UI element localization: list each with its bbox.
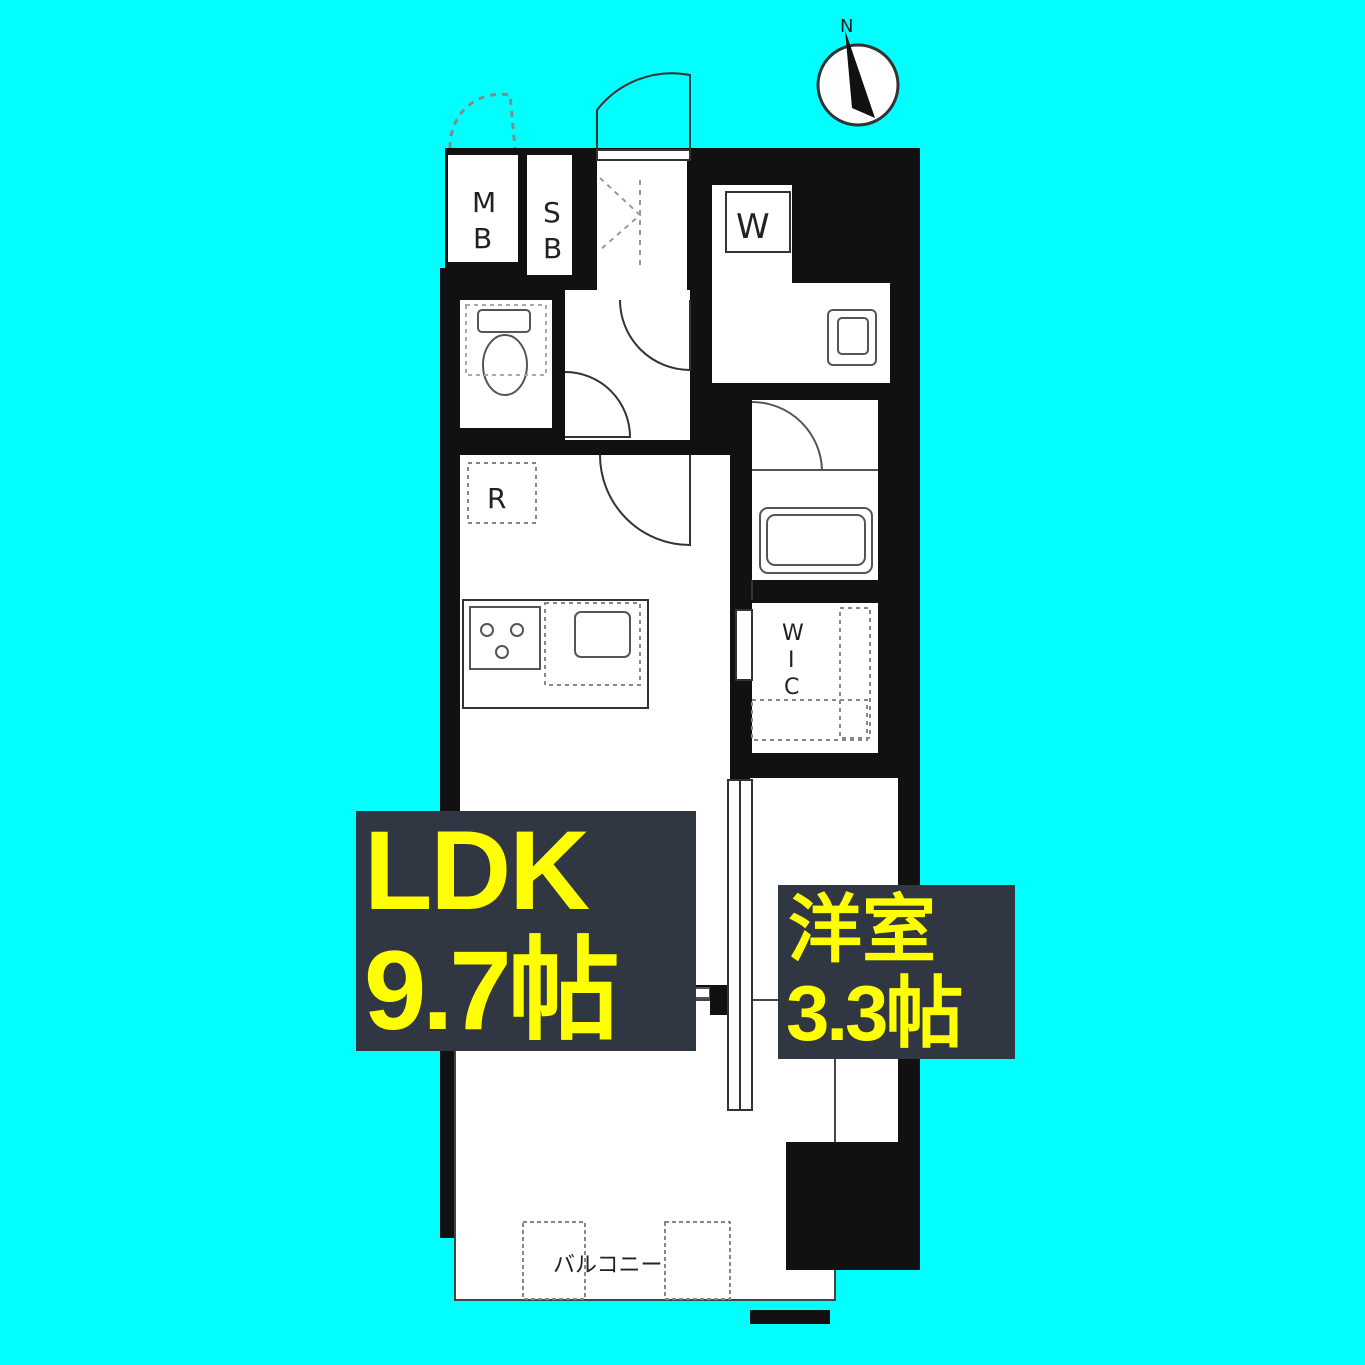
sb-label-s: S [543,196,561,229]
western-room-size: 3.3帖 [786,969,963,1057]
ldk-name: LDK [364,808,590,933]
wic-label-w: W [782,621,804,646]
western-room-name: 洋室 [788,888,936,971]
ldk-label-box: LDK 9.7帖 [356,811,696,1051]
wic-label-c: C [784,675,799,700]
svg-text:N: N [840,16,853,37]
partition [727,455,753,1111]
balcony-label: バルコニー [553,1253,663,1278]
western-room-label-box: 洋室 3.3帖 [778,885,1015,1059]
washer-label: W [736,207,770,247]
fridge-label: R [487,482,506,515]
kitchen-counter [462,599,649,709]
sb-label-b: B [543,232,562,265]
doors [564,72,753,600]
toilet [465,304,547,396]
ldk-size: 9.7帖 [364,928,620,1053]
mb-label-m: M [472,186,496,219]
mb-label-b: B [473,222,492,255]
wic-label-i: I [788,648,795,673]
north-arrow-icon: N [816,16,900,127]
plan-labels: M B S B W R W I C バルコニー [472,186,804,1278]
